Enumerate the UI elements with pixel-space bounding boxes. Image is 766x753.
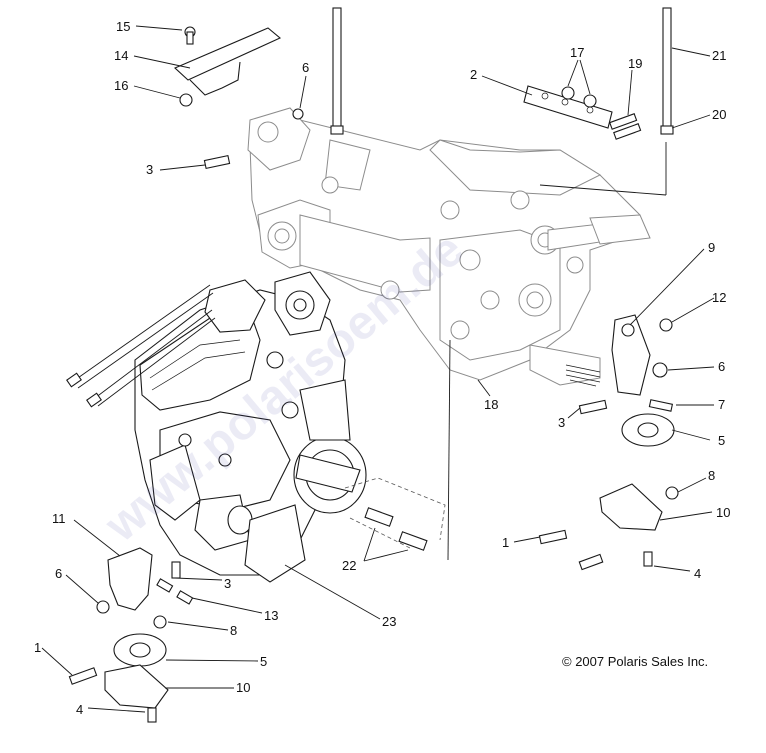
callout-6: 6 bbox=[55, 566, 62, 581]
plate-bracket bbox=[523, 85, 642, 140]
callout-21: 21 bbox=[712, 48, 726, 63]
callout-9: 9 bbox=[708, 240, 715, 255]
callout-10: 10 bbox=[236, 680, 250, 695]
callout-1: 1 bbox=[502, 535, 509, 550]
left-engine-mount bbox=[68, 547, 194, 723]
callout-22: 22 bbox=[342, 558, 356, 573]
callout-8: 8 bbox=[708, 468, 715, 483]
callout-3: 3 bbox=[558, 415, 565, 430]
mounting-rods bbox=[330, 7, 674, 135]
callout-11: 11 bbox=[52, 511, 66, 526]
callout-8: 8 bbox=[230, 623, 237, 638]
callout-5: 5 bbox=[718, 433, 725, 448]
callout-17: 17 bbox=[570, 45, 584, 60]
callout-6: 6 bbox=[302, 60, 309, 75]
callout-14: 14 bbox=[114, 48, 128, 63]
right-engine-mount bbox=[538, 314, 679, 571]
callout-15: 15 bbox=[116, 19, 130, 34]
callout-4: 4 bbox=[694, 566, 701, 581]
callout-18: 18 bbox=[484, 397, 498, 412]
callout-20: 20 bbox=[712, 107, 726, 122]
callout-10: 10 bbox=[716, 505, 730, 520]
callout-3: 3 bbox=[224, 576, 231, 591]
copyright-notice: © 2007 Polaris Sales Inc. bbox=[562, 654, 709, 669]
drive-coupler bbox=[344, 339, 451, 561]
callout-5: 5 bbox=[260, 654, 267, 669]
callout-23: 23 bbox=[382, 614, 396, 629]
callout-16: 16 bbox=[114, 78, 128, 93]
callout-4: 4 bbox=[76, 702, 83, 717]
callout-2: 2 bbox=[470, 67, 477, 82]
callout-12: 12 bbox=[712, 290, 726, 305]
callout-19: 19 bbox=[628, 56, 642, 71]
callout-labels: 15 14 16 6 3 2 17 19 21 20 9 12 6 7 18 3… bbox=[34, 19, 730, 717]
engine-assembly bbox=[134, 271, 367, 583]
callout-13: 13 bbox=[264, 608, 278, 623]
throttle-cables bbox=[66, 284, 216, 408]
callout-3: 3 bbox=[146, 162, 153, 177]
callout-6: 6 bbox=[718, 359, 725, 374]
top-bracket bbox=[174, 26, 282, 107]
callout-7: 7 bbox=[718, 397, 725, 412]
callout-1: 1 bbox=[34, 640, 41, 655]
leader-lines bbox=[41, 25, 715, 713]
